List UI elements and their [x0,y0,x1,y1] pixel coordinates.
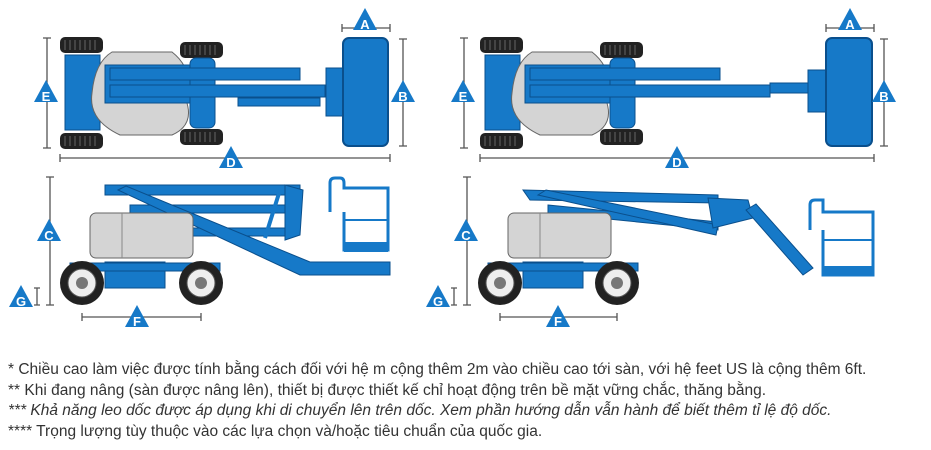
svg-text:C: C [461,228,471,243]
svg-text:F: F [554,314,562,329]
svg-text:E: E [459,89,468,104]
dim-label-b: B [391,80,415,104]
boom-lift-dimension-diagram: A B D E C G F A B D E C G F [9,8,896,329]
dim-label-b: B [872,80,896,104]
dim-label-e: E [451,80,475,104]
side-view-raised [477,189,875,306]
svg-text:B: B [879,89,888,104]
svg-text:A: A [360,17,370,32]
svg-text:G: G [16,294,26,309]
dim-label-f: F [546,305,570,329]
svg-text:D: D [672,155,681,170]
svg-text:A: A [845,17,855,32]
footnote-gradeability: *** Khả năng leo dốc được áp dụng khi di… [8,402,832,419]
dim-label-e: E [34,80,58,104]
dim-label-g: G [9,285,33,309]
dim-label-f: F [125,305,149,329]
side-view-stowed [59,176,391,306]
svg-text:B: B [398,89,407,104]
svg-text:F: F [133,314,141,329]
footnotes: * Chiều cao làm việc được tính bằng cách… [8,360,866,442]
dim-label-a: A [838,8,862,32]
svg-text:C: C [44,228,54,243]
footnote-surface: ** Khi đang nâng (sàn được nâng lên), th… [8,381,767,399]
platform [342,37,389,147]
dim-label-c: C [37,219,61,243]
dim-label-d: D [665,146,689,170]
dim-label-d: D [219,146,243,170]
dim-label-a: A [353,8,377,32]
svg-text:G: G [433,294,443,309]
dim-label-g: G [426,285,450,309]
footnote-weight: **** Trọng lượng tùy thuộc vào các lựa c… [8,422,543,440]
dim-label-c: C [454,219,478,243]
svg-text:E: E [42,89,51,104]
top-view-extended [480,37,873,149]
top-view-stowed [60,37,389,149]
svg-text:D: D [226,155,235,170]
footnote-working-height: * Chiều cao làm việc được tính bằng cách… [8,361,867,378]
